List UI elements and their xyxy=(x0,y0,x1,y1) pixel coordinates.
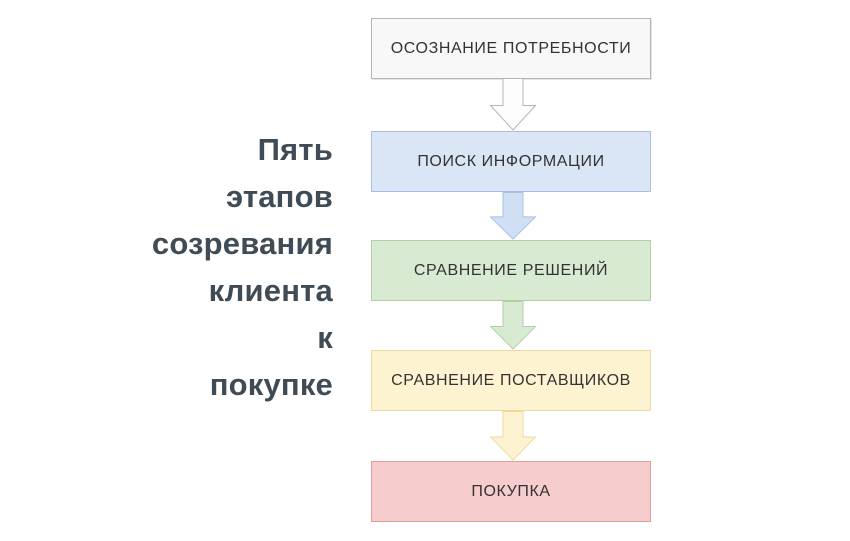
stage-label: ПОКУПКА xyxy=(471,482,551,500)
stage-box-information-search: ПОИСК ИНФОРМАЦИИ xyxy=(371,131,651,192)
title-line: покупке xyxy=(209,367,333,402)
stage-box-need-recognition: ОСОЗНАНИЕ ПОТРЕБНОСТИ xyxy=(371,18,651,79)
stage-label: ОСОЗНАНИЕ ПОТРЕБНОСТИ xyxy=(390,39,632,57)
flow-down-arrow-icon xyxy=(490,192,536,240)
title-line: созревания xyxy=(151,226,333,261)
stage-label: СРАВНЕНИЕ РЕШЕНИЙ xyxy=(413,261,609,279)
diagram-title: Пять этапов созревания клиента к покупке xyxy=(0,126,333,408)
flow-down-arrow-icon xyxy=(490,301,536,350)
title-line: Пять xyxy=(257,132,333,167)
stage-label: ПОИСК ИНФОРМАЦИИ xyxy=(417,152,605,170)
title-line: клиента xyxy=(208,273,333,308)
title-line: к xyxy=(317,320,333,355)
stage-box-solution-comparison: СРАВНЕНИЕ РЕШЕНИЙ xyxy=(371,240,651,301)
stage-box-purchase: ПОКУПКА xyxy=(371,461,651,522)
title-line: этапов xyxy=(225,179,333,214)
flow-down-arrow-icon xyxy=(490,411,536,461)
stage-box-supplier-comparison: СРАВНЕНИЕ ПОСТАВЩИКОВ xyxy=(371,350,651,411)
flow-down-arrow-icon xyxy=(490,78,536,131)
stage-label: СРАВНЕНИЕ ПОСТАВЩИКОВ xyxy=(391,371,631,389)
